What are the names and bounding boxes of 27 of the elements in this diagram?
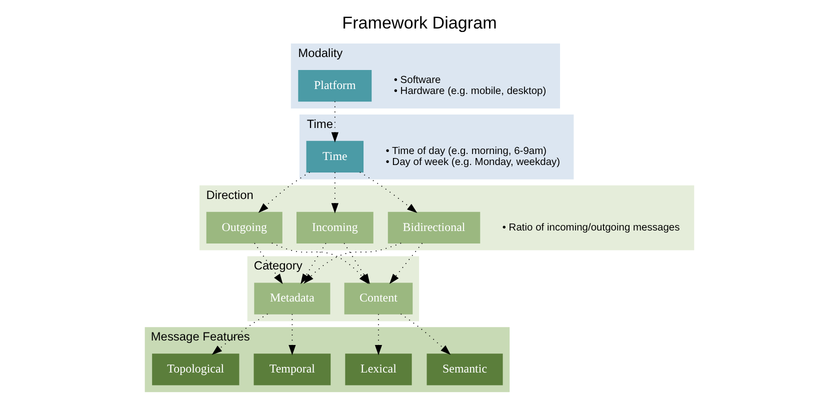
node-box: Incoming xyxy=(296,212,374,244)
node-box: Semantic xyxy=(426,354,503,386)
node-box: Topological xyxy=(152,354,240,386)
node-box: Temporal xyxy=(254,354,331,386)
node-box: Metadata xyxy=(254,282,330,314)
node-box: Time xyxy=(306,140,364,173)
diagram-title: Framework Diagram xyxy=(342,14,497,33)
node-box: Platform xyxy=(298,70,372,102)
node-box: Outgoing xyxy=(206,212,282,244)
arrow xyxy=(288,314,296,356)
node-box: Content xyxy=(344,282,413,314)
node-label: • Time of day (e.g. morning, 6-9am) xyxy=(386,146,547,157)
arrow xyxy=(374,314,382,356)
arrow xyxy=(331,100,339,143)
arrow xyxy=(258,172,310,213)
arrow xyxy=(389,242,423,284)
node-label: • Ratio of incoming/outgoing messages xyxy=(502,222,680,234)
node-box: Bidirectional xyxy=(388,212,480,244)
node-label: • Software xyxy=(394,74,441,86)
arrow xyxy=(400,314,451,355)
arrow xyxy=(331,172,339,214)
node-label: • Hardware (e.g. mobile, desktop) xyxy=(394,86,546,98)
arrow xyxy=(254,242,283,284)
node-box: Lexical xyxy=(345,354,412,386)
node-label: • Day of week (e.g. Monday, weekday) xyxy=(386,156,560,168)
arrow xyxy=(359,172,418,214)
arrow xyxy=(212,314,268,355)
